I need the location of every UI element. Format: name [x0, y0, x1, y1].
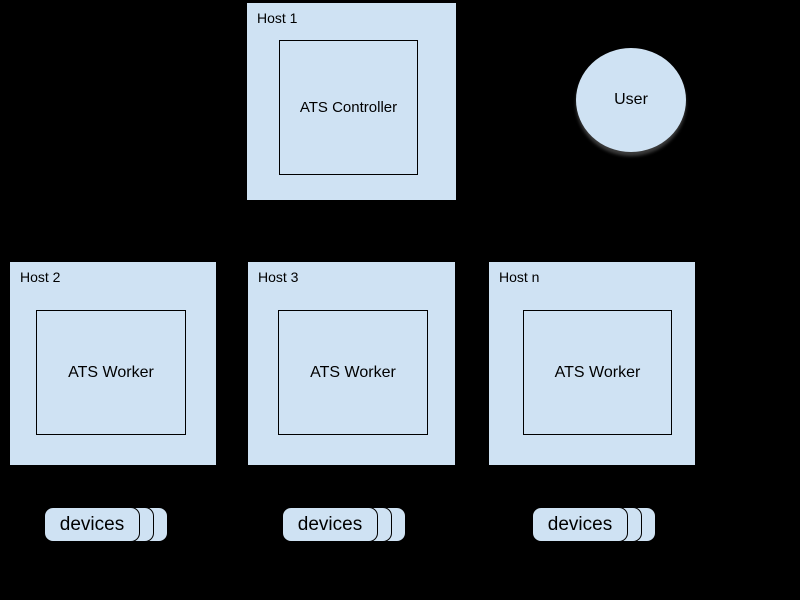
node-host-n: Host n ATS Worker [489, 262, 695, 465]
devices-3-label: devices [547, 513, 613, 535]
user-label: User [614, 91, 648, 108]
devices-node: devices [282, 507, 378, 542]
device-stack-3: devices [532, 507, 656, 542]
node-ats-controller: ATS Controller [279, 40, 418, 175]
device-stack-1: devices [44, 507, 168, 542]
node-ats-worker-2: ATS Worker [278, 310, 428, 435]
node-host-1: Host 1 ATS Controller [247, 3, 456, 200]
device-stack-2: devices [282, 507, 406, 542]
host-1-label: Host 1 [257, 10, 298, 26]
devices-node: devices [44, 507, 140, 542]
node-host-2: Host 2 ATS Worker [10, 262, 216, 465]
host-n-label: Host n [499, 269, 540, 285]
node-ats-worker-n: ATS Worker [523, 310, 672, 435]
host-3-label: Host 3 [258, 269, 299, 285]
ats-worker-1-label: ATS Worker [68, 363, 154, 381]
ats-worker-n-label: ATS Worker [554, 363, 641, 381]
node-user: User [576, 48, 686, 152]
devices-2-label: devices [297, 513, 363, 535]
host-2-label: Host 2 [20, 269, 61, 285]
ats-controller-label: ATS Controller [299, 99, 398, 116]
node-ats-worker-1: ATS Worker [36, 310, 186, 435]
devices-node: devices [532, 507, 628, 542]
devices-1-label: devices [59, 513, 125, 535]
ats-worker-2-label: ATS Worker [310, 363, 396, 381]
node-host-3: Host 3 ATS Worker [248, 262, 455, 465]
